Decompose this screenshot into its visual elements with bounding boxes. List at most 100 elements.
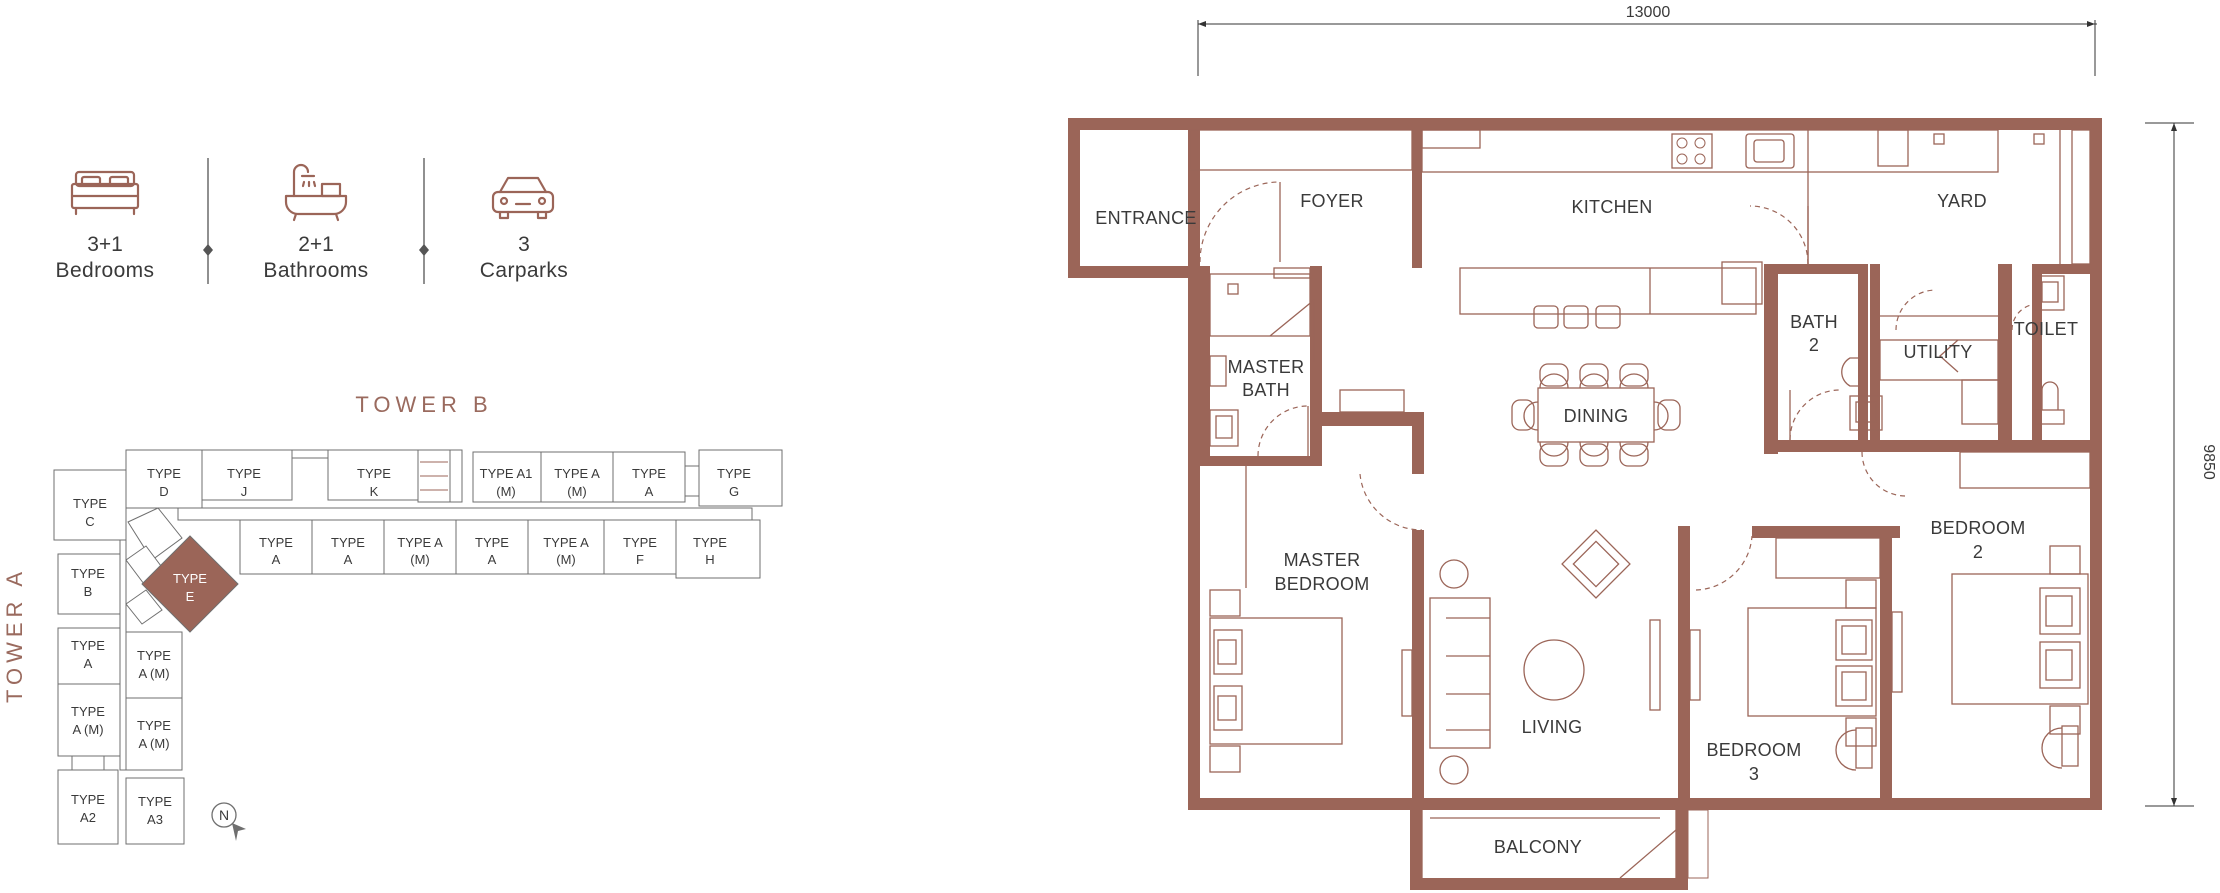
room-bedroom-3-label: BEDROOM <box>1706 740 1801 760</box>
room-bath-2-label: 2 <box>1809 335 1819 355</box>
key-unit <box>57 683 121 757</box>
key-unit <box>53 469 127 541</box>
unit-type-a3-label: TYPE <box>138 794 172 809</box>
unit-type-a-label: A <box>488 552 497 567</box>
key-unit <box>684 465 700 497</box>
unit-type-e-label: E <box>186 589 195 604</box>
carparks-label: Carparks <box>480 259 568 282</box>
car-icon <box>491 176 555 220</box>
room-foyer-label: FOYER <box>1300 191 1364 211</box>
north-label: N <box>219 807 229 823</box>
unit-type-a3-label: A3 <box>147 812 163 827</box>
unit-type-k-label: K <box>370 484 379 499</box>
room-balcony-label: BALCONY <box>1494 837 1582 857</box>
carparks-value: 3 <box>518 233 530 256</box>
room-kitchen-label: KITCHEN <box>1571 197 1652 217</box>
key-unit <box>291 449 329 459</box>
bathrooms-value: 2+1 <box>298 233 334 256</box>
key-unit <box>125 449 203 509</box>
key-unit <box>383 519 457 575</box>
room-dining-label: DINING <box>1564 406 1629 426</box>
key-unit <box>239 519 313 575</box>
key-corridor <box>119 539 127 771</box>
unit-type-a1m-label: (M) <box>496 484 516 499</box>
room-master-bath-label: BATH <box>1242 380 1290 400</box>
unit-type-a-label: A <box>645 484 654 499</box>
key-unit <box>125 697 183 771</box>
unit-type-am-label: TYPE <box>71 704 105 719</box>
key-unit <box>472 451 542 503</box>
room-entrance-label: ENTRANCE <box>1095 208 1196 228</box>
unit-type-am-label: (M) <box>556 552 576 567</box>
room-bedroom-3-label: 3 <box>1749 764 1759 784</box>
unit-type-a-label: A <box>272 552 281 567</box>
unit-type-am-label: A (M) <box>72 722 103 737</box>
unit-type-e-label: TYPE <box>173 571 207 586</box>
specs-panel: 3+1 Bedrooms 2+1 Bathrooms 3 Carparks <box>56 158 568 284</box>
key-unit <box>455 519 529 575</box>
key-unit <box>57 553 121 615</box>
key-unit <box>311 519 385 575</box>
key-corridor <box>177 507 753 521</box>
unit-type-am-label: (M) <box>567 484 587 499</box>
key-plan: TOWER B TOWER A <box>2 392 783 845</box>
room-master-bedroom-label: MASTER <box>1284 550 1361 570</box>
unit-type-am-label: A (M) <box>138 736 169 751</box>
height-dimension: 9850 <box>2145 122 2217 807</box>
key-core <box>125 589 163 625</box>
unit-type-am-label: TYPE A <box>397 535 443 550</box>
unit-type-f-label: TYPE <box>623 535 657 550</box>
floor-plan: 13000 9850 <box>1068 4 2217 890</box>
room-yard-label: YARD <box>1937 191 1987 211</box>
unit-type-j-label: TYPE <box>227 466 261 481</box>
unit-type-k-label: TYPE <box>357 466 391 481</box>
unit-type-f-label: F <box>636 552 644 567</box>
doors <box>1199 181 2039 591</box>
bathrooms-label: Bathrooms <box>263 259 368 282</box>
room-living-label: LIVING <box>1522 717 1583 737</box>
unit-type-am-label: (M) <box>410 552 430 567</box>
unit-type-a-label: TYPE <box>259 535 293 550</box>
unit-type-g-label: G <box>729 484 739 499</box>
key-unit <box>603 519 677 575</box>
bathtub-icon <box>284 163 348 222</box>
room-master-bath-label: MASTER <box>1228 357 1305 377</box>
key-unit <box>125 631 183 699</box>
unit-type-h-label: H <box>705 552 714 567</box>
unit-type-a-label: TYPE <box>632 466 666 481</box>
key-unit <box>201 449 293 501</box>
key-unit <box>57 769 119 845</box>
room-utility-label: UTILITY <box>1903 342 1972 362</box>
highlighted-unit-type-e <box>141 535 239 633</box>
room-bedroom-2-label: BEDROOM <box>1930 518 2025 538</box>
tower-a-label: TOWER A <box>2 567 27 703</box>
unit-type-c-label: C <box>85 514 94 529</box>
key-unit <box>527 519 605 575</box>
unit-type-j-label: J <box>241 484 248 499</box>
unit-type-a-label: A <box>84 656 93 671</box>
key-unit-labels: TYPE D TYPE J TYPE K TYPE A1 (M) TYPE A … <box>71 466 751 827</box>
spec-divider <box>419 158 429 284</box>
width-dimension: 13000 <box>1197 4 2097 76</box>
room-toilet-label: TOILET <box>2014 319 2078 339</box>
walls <box>1068 118 2102 890</box>
unit-type-a2-label: A2 <box>80 810 96 825</box>
height-dimension-value: 9850 <box>2200 444 2217 480</box>
unit-type-g-label: TYPE <box>717 466 751 481</box>
unit-type-h-label: TYPE <box>693 535 727 550</box>
width-dimension-value: 13000 <box>1626 4 1671 21</box>
unit-type-am-label: TYPE <box>137 648 171 663</box>
key-unit <box>327 449 419 501</box>
unit-type-d-label: TYPE <box>147 466 181 481</box>
unit-type-am-label: TYPE A <box>554 466 600 481</box>
unit-type-b-label: TYPE <box>71 566 105 581</box>
bedrooms-label: Bedrooms <box>56 259 155 282</box>
key-unit <box>612 451 686 503</box>
north-arrow-icon: N <box>211 802 246 841</box>
unit-type-c-label: TYPE <box>73 496 107 511</box>
unit-type-a2-label: TYPE <box>71 792 105 807</box>
key-unit <box>125 777 185 845</box>
spec-divider <box>203 158 213 284</box>
unit-type-a-label: TYPE <box>71 638 105 653</box>
